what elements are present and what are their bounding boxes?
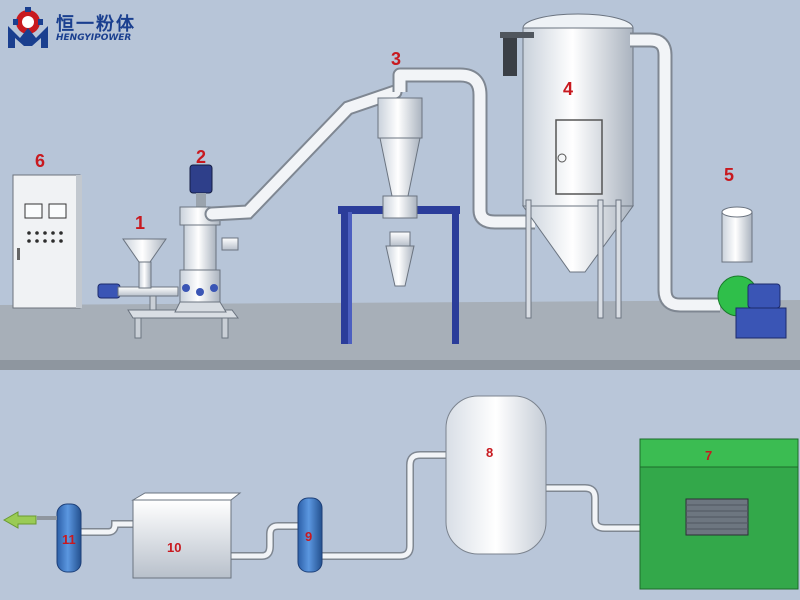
- screw-feeder: [97, 238, 239, 339]
- label-4: 4: [563, 79, 574, 99]
- label-2: 2: [196, 147, 207, 167]
- floor-edge: [0, 360, 800, 370]
- label-3: 3: [391, 49, 402, 69]
- lower-pipes: [80, 451, 640, 560]
- induced-fan: [717, 206, 787, 339]
- brand-logo: 恒一粉体 HENGYIPOWER: [4, 6, 154, 50]
- label-11: 11: [62, 532, 76, 547]
- label-9: 9: [305, 529, 313, 544]
- compressor-7: [639, 438, 799, 590]
- label-8: 8: [486, 445, 494, 460]
- buffer-tank-8: [445, 395, 547, 555]
- label-7: 7: [705, 448, 713, 463]
- dryer-10: [131, 492, 242, 579]
- air-tank-11: [37, 503, 82, 573]
- gear-m-logo-icon: [8, 7, 48, 48]
- cyclone-separator: [338, 97, 460, 344]
- outlet-arrow: [2, 511, 37, 529]
- filter-tank-9: [297, 497, 323, 573]
- control-cabinet: [12, 174, 82, 309]
- label-5: 5: [724, 165, 735, 185]
- dust-collector: [500, 13, 634, 319]
- label-1: 1: [135, 213, 146, 233]
- brand-name-en: HENGYIPOWER: [56, 33, 132, 43]
- brand-name-cn: 恒一粉体: [56, 14, 136, 35]
- label-6: 6: [35, 151, 46, 171]
- label-10: 10: [167, 540, 182, 555]
